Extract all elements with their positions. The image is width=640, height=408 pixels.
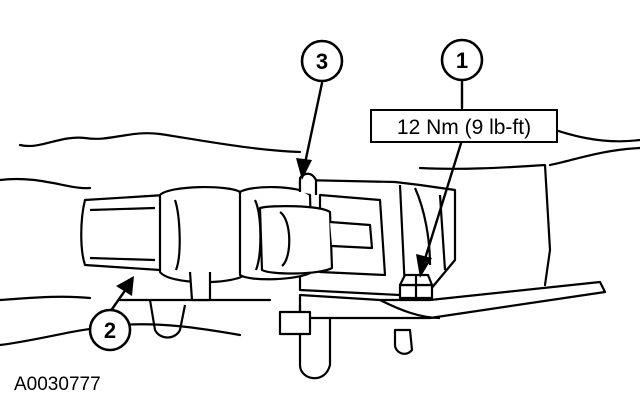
callout-2-label: 2 <box>104 318 116 343</box>
figure-id: A0030777 <box>14 374 101 395</box>
callout-2: 2 <box>88 308 132 352</box>
electrical-connector <box>80 172 374 302</box>
mounting-bracket <box>148 280 607 380</box>
leader-lines <box>108 78 464 314</box>
callout-1: 1 <box>440 38 484 82</box>
torque-spec-text: 12 Nm (9 lb-ft) <box>397 116 531 139</box>
callout-1-label: 1 <box>456 48 468 73</box>
torque-spec-box: 12 Nm (9 lb-ft) <box>370 109 558 143</box>
callout-3-label: 3 <box>316 49 328 74</box>
mounting-bolt <box>398 273 434 300</box>
callout-3: 3 <box>300 39 344 83</box>
